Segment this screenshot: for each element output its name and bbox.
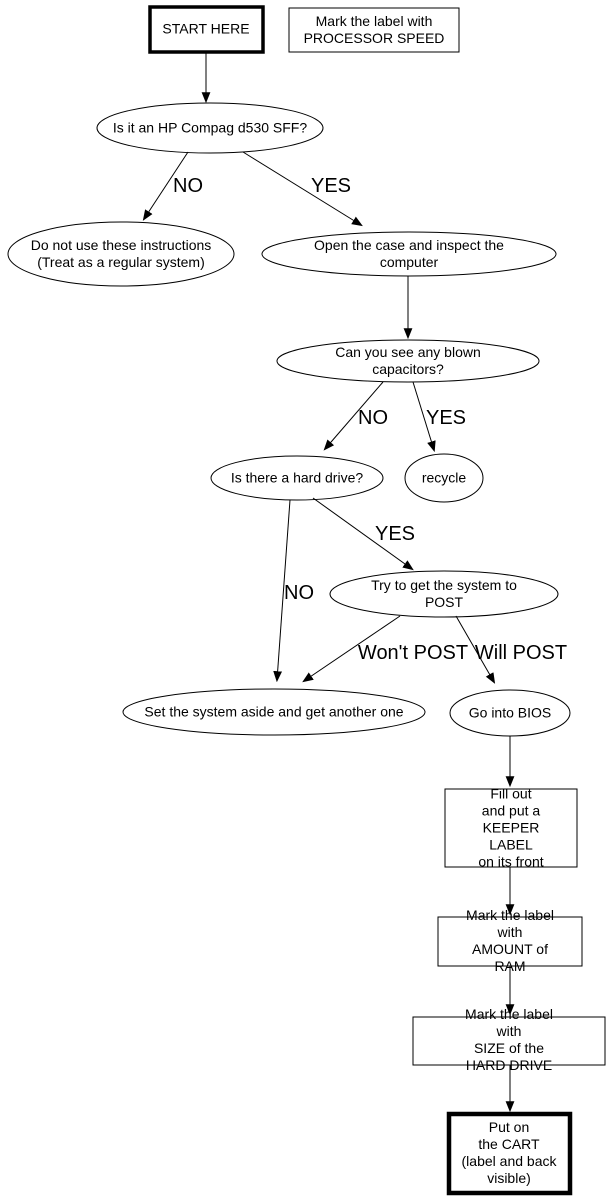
edge-label-caps-yes: YES [425, 407, 467, 429]
cart-node-shape [446, 1111, 573, 1196]
processor-speed-note-shape [288, 7, 460, 53]
try-post-node-label: Try to get the system to POST [371, 577, 517, 610]
edge-label-hdd-yes: YES [374, 523, 416, 545]
edge-hdd-yes [312, 497, 414, 571]
set-aside-node-label: Set the system aside and get another one [144, 703, 404, 720]
blown-caps-node-shape [276, 339, 540, 383]
edge-wont-post [302, 615, 401, 683]
try-post-node-shape [329, 570, 559, 618]
edge-label-caps-no: NO [358, 407, 388, 429]
open-case-node-label: Open the case and inspect the computer [314, 237, 504, 270]
do-not-use-node-label: Do not use these instructions (Treat as … [30, 237, 212, 270]
edge-hdd-no [273, 499, 291, 683]
edge-d530-yes [242, 151, 363, 227]
edge-caps-no [323, 381, 384, 451]
keeper-label-node-shape [444, 788, 578, 868]
is-d530-node-label: Is it an HP Compag d530 SFF? [112, 119, 308, 136]
ram-label-node-label: Mark the label with AMOUNT of RAM [466, 907, 554, 974]
cart-node-label: Put on the CART (label and back visible) [461, 1119, 557, 1186]
hdd-size-label-node-shape [412, 1016, 606, 1066]
edge-caps-yes [412, 381, 436, 453]
blown-caps-node-label: Can you see any blown capacitors? [335, 344, 481, 377]
edge-will-post [455, 615, 496, 684]
recycle-node-shape [404, 453, 484, 503]
do-not-use-node-shape [7, 221, 235, 287]
keeper-label-node-label: Fill out and put a KEEPER LABEL on its f… [478, 785, 544, 870]
edge-d530-no [142, 151, 189, 221]
edge-label-will-post: Will POST [474, 642, 568, 664]
processor-speed-note-label: Mark the label with PROCESSOR SPEED [303, 13, 445, 46]
edge-label-hdd-no: NO [284, 582, 314, 604]
start-node-shape [148, 5, 265, 54]
open-case-node-shape [261, 231, 557, 277]
set-aside-node-shape [122, 688, 426, 736]
hard-drive-node-label: Is there a hard drive? [230, 469, 364, 486]
start-node-label: START HERE [162, 20, 250, 37]
hard-drive-node-shape [210, 455, 384, 501]
hdd-size-label-node-label: Mark the label with SIZE of the HARD DRI… [465, 1006, 553, 1073]
edge-label-wont-post: Won't POST [357, 642, 469, 664]
edge-label-d530-yes: YES [310, 175, 352, 197]
go-bios-node-label: Go into BIOS [468, 704, 552, 721]
recycle-node-label: recycle [421, 469, 467, 486]
edge-label-d530-no: NO [173, 175, 203, 197]
